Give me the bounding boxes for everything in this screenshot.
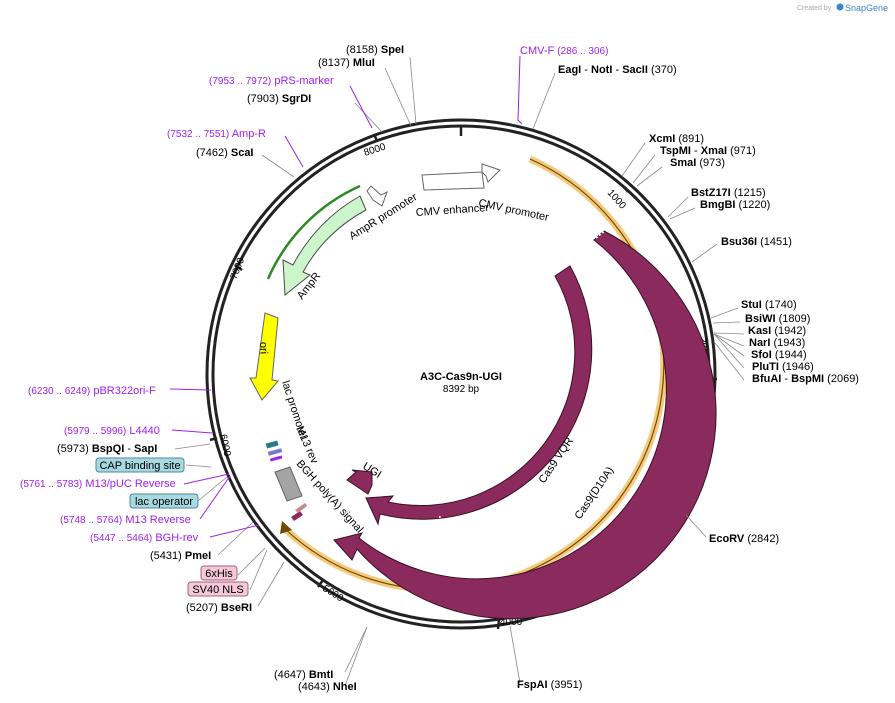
bgh-label: BGH poly(A) signal <box>294 458 366 536</box>
lac-operator-label: lac operator <box>135 496 193 508</box>
site-nhei: (4643) NheI <box>298 681 357 693</box>
primer-m13-reverse: (5748 .. 5764) M13 Reverse <box>60 514 191 526</box>
site-bseri: (5207) BseRI <box>186 602 252 614</box>
site-ecorv: EcoRV (2842) <box>709 533 779 545</box>
site-kasi: KasI (1942) <box>748 325 806 337</box>
site-sgrdi: (7903) SgrDI <box>247 93 311 105</box>
primer-cmv-f: CMV-F (286 .. 306) <box>520 45 608 57</box>
site-list: (8158) SpeI (8137) MluI (7903) SgrDI (74… <box>57 44 859 693</box>
ampr-promoter-arrow <box>366 185 388 207</box>
ori-arrow <box>249 312 279 401</box>
primer-prs-marker: (7953 .. 7972) pRS-marker <box>209 75 334 87</box>
site-mlui: (8137) MluI <box>318 57 375 69</box>
sv40-nls-label: SV40 NLS <box>192 584 243 596</box>
6xhis-label: 6xHis <box>205 568 233 580</box>
primer-amp-r: (7532 .. 7551) Amp-R <box>167 128 266 140</box>
site-pmei: (5431) PmeI <box>150 550 211 562</box>
site-bspqi-sapi: (5973) BspQI - SapI <box>57 443 157 455</box>
site-spei: (8158) SpeI <box>346 44 404 56</box>
tick-6000: 6000 <box>217 433 232 457</box>
site-smai: SmaI (973) <box>670 157 725 169</box>
ampr-arc <box>282 195 367 296</box>
created-by-text: Created by <box>797 5 832 12</box>
site-leaders <box>174 56 745 687</box>
primer-pbr322ori-f: (6230 .. 6249) pBR322ori-F <box>28 385 156 397</box>
tick-4000: 4000 <box>500 617 523 628</box>
lac-operator-box <box>129 493 199 509</box>
site-scai: (7462) ScaI <box>196 147 254 159</box>
site-nari: NarI (1943) <box>749 337 805 349</box>
site-bstz17i: BstZ17I (1215) <box>691 187 766 199</box>
site-tspmi-xmai: TspMI - XmaI (971) <box>660 145 756 157</box>
cap-binding-site-box <box>95 457 185 473</box>
sv40-nls-box <box>187 581 249 597</box>
site-bfuai-bspmi: BfuAI - BspMI (2069) <box>752 373 859 385</box>
ugi-arrow <box>346 469 373 495</box>
primer-list: CMV-F (286 .. 306) (7953 .. 7972) pRS-ma… <box>20 45 608 544</box>
primer-leaders <box>169 55 523 538</box>
orf-line <box>283 158 665 591</box>
site-fspai: FspAI (3951) <box>517 679 582 691</box>
primer-l4440: (5979 .. 5996) L4440 <box>64 425 160 437</box>
plasmid-length: 8392 bp <box>443 384 480 395</box>
cas9-d10a-arc <box>333 230 717 620</box>
primer-bgh-rev: (5447 .. 5464) BGH-rev <box>90 532 199 544</box>
site-pluti: PluTI (1946) <box>752 361 814 373</box>
site-bmgbi: BmgBI (1220) <box>700 199 770 211</box>
site-bsiwi: BsiWI (1809) <box>745 313 810 325</box>
6xhis-box <box>200 565 238 581</box>
primer-m13-puc-reverse: (5761 .. 5783) M13/pUC Reverse <box>20 478 176 490</box>
lac-region <box>265 440 307 521</box>
cas9-vqr-arc <box>365 265 593 526</box>
site-bmti: (4647) BmtI <box>274 669 333 681</box>
plasmid-name: A3C-Cas9n-UGI <box>420 371 502 383</box>
ori-label: ori <box>257 342 269 355</box>
m13-rev-label: M13 rev <box>293 424 320 466</box>
ampr-green-line <box>266 184 361 280</box>
tick-7000: 7000 <box>229 256 248 281</box>
snapgene-logo-icon <box>836 3 844 11</box>
boxed-feature-labels: CAP binding site lac operator 6xHis SV40… <box>95 457 249 597</box>
site-stui: StuI (1740) <box>741 299 797 311</box>
tick-1000: 1000 <box>605 188 628 212</box>
site-xcmi: XcmI (891) <box>649 133 704 145</box>
snapgene-brand: SnapGene <box>845 3 888 13</box>
tick-5000: 5000 <box>320 583 345 604</box>
orf-arrow-icon <box>280 521 292 534</box>
site-sfoi: SfoI (1944) <box>751 349 807 361</box>
site-eagi-noti-sacii: EagI - NotI - SacII (370) <box>558 64 677 76</box>
cmv-promoter-arrow <box>421 163 501 191</box>
cap-binding-site-label: CAP binding site <box>99 460 180 472</box>
cmv-enhancer-label: CMV enhancer <box>415 202 489 219</box>
site-bsu36i: Bsu36I (1451) <box>721 236 792 248</box>
